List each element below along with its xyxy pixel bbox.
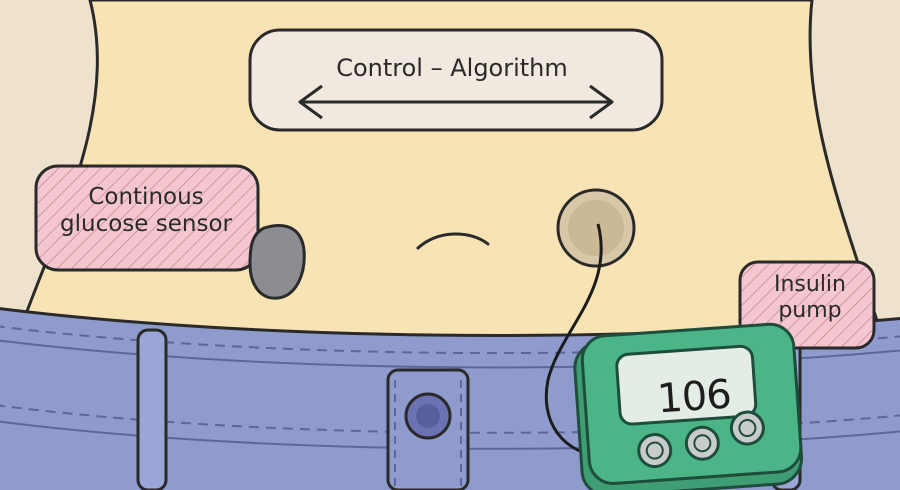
- pump-label-line-2: pump: [748, 298, 872, 324]
- pump-label: Insulin pump: [748, 272, 872, 324]
- pump-label-line-1: Insulin: [748, 272, 872, 298]
- cgm-label: Continous glucose sensor: [34, 184, 258, 238]
- control-algorithm-label: Control – Algorithm: [292, 54, 612, 82]
- glucose-sensor-device: [250, 225, 304, 298]
- pump-display-value: 106: [639, 370, 750, 423]
- belt-loop-left: [138, 330, 166, 490]
- cgm-label-line-1: Continous: [34, 184, 258, 211]
- cgm-label-line-2: glucose sensor: [34, 211, 258, 238]
- pump-button-1: [638, 433, 672, 467]
- pump-button-2: [685, 426, 719, 460]
